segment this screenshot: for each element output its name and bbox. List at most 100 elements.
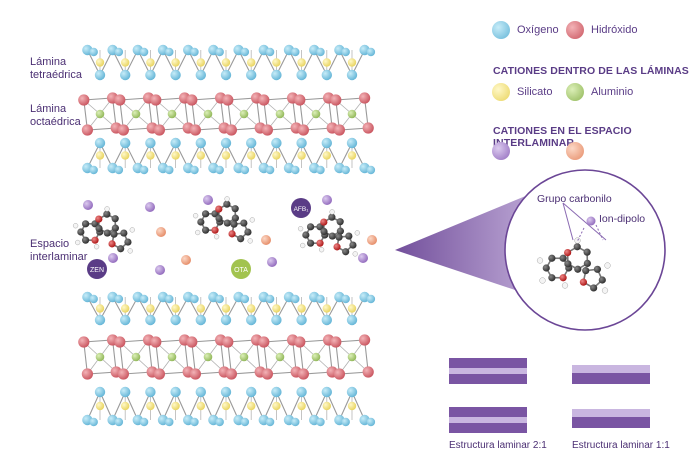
silicate-atom	[221, 58, 231, 67]
hydroxide-atom	[294, 336, 306, 348]
hydroxide-label: Hidróxido	[591, 24, 638, 36]
oxygen-atom	[265, 417, 275, 427]
oxygen-atom	[346, 137, 358, 149]
aluminum-atom	[347, 352, 357, 362]
oxygen-atom	[341, 165, 350, 175]
silicate-atom	[196, 304, 205, 313]
silicate-atom	[146, 401, 155, 411]
silicate-atom	[95, 151, 105, 160]
label-octahedral: Lámina octaédrica	[30, 103, 81, 129]
interlayer-cation	[83, 200, 93, 210]
oxygen-atom	[366, 47, 376, 57]
aluminum-atom	[95, 352, 105, 362]
oxygen-atom	[341, 417, 350, 427]
structure-2-1-caption: Estructura laminar 2:1	[449, 440, 547, 451]
cation-orange-swatch	[566, 142, 584, 160]
silicate-atom	[297, 58, 306, 67]
hydroxide-atom	[359, 92, 371, 104]
interlayer-molecules	[72, 195, 377, 275]
structure-1-1-bottom-dark	[572, 417, 650, 428]
oxygen-atom	[240, 417, 250, 427]
oxygen-atom	[114, 294, 124, 304]
oxygen-atom	[291, 294, 300, 304]
molecule-atom	[201, 226, 210, 234]
oxygen-atom	[346, 69, 358, 81]
silicate-atom	[297, 401, 306, 411]
oxygen-atom	[296, 386, 307, 398]
hydrogen-atom	[104, 206, 110, 212]
aluminum-label: Aluminio	[591, 86, 634, 98]
molecule-atom	[336, 218, 344, 226]
oxygen-atom	[240, 47, 250, 57]
hydrogen-atom	[329, 209, 335, 215]
silicate-atom	[272, 58, 281, 67]
oxygen-atom	[220, 69, 232, 81]
interlayer-cation	[181, 255, 191, 265]
oxygen-atom	[94, 314, 106, 326]
molecule-atom	[91, 236, 99, 244]
molecule-atom	[349, 241, 357, 249]
oxygen-atom	[190, 294, 199, 304]
aluminum-atom	[167, 109, 177, 119]
oxygen-atom	[195, 386, 206, 398]
hydroxide-atom	[153, 368, 165, 380]
aluminum-atom	[95, 109, 105, 119]
silicate-atom	[196, 58, 205, 67]
oxygen-atom	[265, 294, 275, 304]
molecule-atom	[583, 248, 591, 256]
silicate-atom	[322, 304, 331, 313]
aluminum-atom	[167, 352, 177, 362]
silicate-atom	[95, 401, 105, 411]
oxygen-atom	[94, 386, 106, 398]
hydrogen-atom	[604, 262, 611, 269]
oxygen-atom	[240, 165, 250, 175]
cations-interlayer-heading: CATIONES EN EL ESPACIO INTERLAMINAR	[493, 125, 632, 149]
oxygen-atom	[240, 294, 250, 304]
silicate-atom	[322, 58, 331, 67]
aluminum-atom	[203, 352, 213, 362]
lattice-layers	[78, 44, 376, 427]
molecule-atom	[582, 267, 590, 275]
structure-1-1-bottom-light	[572, 409, 650, 417]
molecule-atom	[598, 276, 606, 284]
molecule-atom	[335, 233, 343, 241]
oxygen-atom	[190, 165, 199, 175]
aluminum-atom	[275, 109, 285, 119]
silicate-atom	[272, 151, 281, 160]
oxygen-atom	[220, 314, 232, 326]
hydroxide-atom	[189, 368, 201, 380]
molecule-atom	[231, 205, 239, 213]
oxygen-atom	[89, 165, 98, 175]
cation-purple-swatch	[492, 142, 510, 160]
silicate-atom	[146, 151, 155, 160]
cations-within-heading: CATIONES DENTRO DE LAS LÁMINAS	[493, 65, 689, 77]
oxygen-atom	[195, 137, 206, 149]
molecule-atom	[548, 254, 556, 262]
oxygen-swatch	[492, 21, 510, 39]
interlayer-cation	[358, 253, 368, 263]
oxygen-atom	[296, 137, 307, 149]
oxygen-atom	[366, 165, 376, 175]
oxygen-atom	[170, 137, 181, 149]
oxygen-atom	[145, 386, 156, 398]
oxygen-atom	[316, 165, 325, 175]
molecule-atom	[548, 274, 556, 282]
carbonyl-label: Grupo carbonilo	[537, 193, 612, 205]
molecule-atom	[211, 226, 219, 234]
hydroxide-atom	[225, 368, 237, 380]
silicate-atom	[171, 401, 180, 411]
oxygen-atom	[265, 47, 275, 57]
oxygen-atom	[114, 417, 124, 427]
hydroxide-atom	[225, 124, 237, 136]
oxygen-atom	[246, 314, 257, 326]
silicate-atom	[171, 58, 180, 67]
hydroxide-atom	[117, 124, 129, 136]
hydrogen-atom	[300, 242, 306, 249]
molecule-atom	[120, 229, 128, 237]
molecule-atom	[95, 215, 103, 223]
molecule-atom	[342, 248, 350, 256]
oxygen-atom	[145, 314, 156, 326]
molecule-atom	[103, 210, 111, 218]
oxygen-atom	[215, 165, 224, 175]
